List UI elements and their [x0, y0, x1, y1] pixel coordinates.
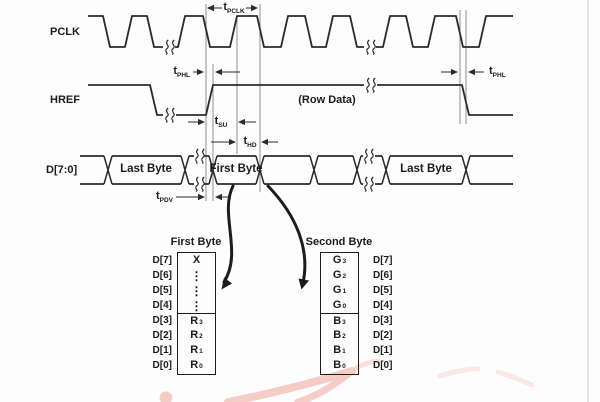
second-byte-bit-label-5: D[2]: [373, 330, 393, 341]
first-byte-bit-label-0: D[7]: [152, 255, 172, 266]
second-byte-cell-sub: 1: [342, 348, 346, 356]
second-byte-bit-label-1: D[6]: [373, 270, 393, 281]
second-byte-cell-base: G: [332, 299, 342, 311]
first-byte-cell-base: R: [190, 359, 199, 371]
first-byte-bit-label-4: D[3]: [152, 315, 172, 326]
second-byte-cell-base: G: [332, 269, 342, 281]
second-byte-bit-label-2: D[5]: [373, 285, 393, 296]
first-byte-cell-base: ⋮: [190, 298, 203, 313]
timing-label-tphl-right: tPHL: [489, 65, 506, 80]
first-byte-cell-2: ⋮: [178, 283, 215, 298]
signal-label-dbus: D[7:0]: [46, 164, 78, 176]
timing-label-tphl-left: tPHL: [173, 65, 190, 80]
first-byte-title: First Byte: [170, 236, 222, 248]
pclk-waveform: [88, 15, 513, 48]
first-byte-bit-label-1: D[6]: [152, 270, 172, 281]
first-byte-bits: D[7] D[6] D[5] D[4] D[3] D[2] D[1] D[0]: [136, 253, 172, 373]
dbus-waveform: [80, 155, 513, 185]
bus-crossovers: [103, 155, 471, 185]
timing-label-tsu: tSU: [214, 115, 228, 130]
second-byte-cell-sub: 0: [342, 363, 346, 371]
second-byte-bits: D[7] D[6] D[5] D[4] D[3] D[2] D[1] D[0]: [373, 253, 409, 373]
second-byte-callout-arrow: [266, 184, 307, 285]
second-byte-cell-sub: 2: [342, 333, 346, 341]
timing-label-thd: tHD: [243, 135, 257, 150]
first-byte-cell-3: ⋮: [178, 298, 215, 313]
timing-label-tpclk: tPCLK: [223, 1, 245, 16]
second-byte-cell-base: B: [333, 329, 342, 341]
second-byte-cell-base: B: [333, 359, 342, 371]
timing-label-tpdv: tPDV: [155, 190, 173, 205]
second-byte-cell-sub: 1: [342, 288, 347, 296]
first-byte-cell-sub: 0: [199, 363, 203, 371]
row-data-note: (Row Data): [298, 94, 356, 106]
first-byte-cell-base: ⋮: [190, 283, 203, 298]
callout-arrows: [221, 184, 309, 290]
second-byte-title: Second Byte: [305, 236, 373, 248]
first-byte-cell-1: ⋮: [178, 268, 215, 283]
second-byte-bit-label-3: D[4]: [373, 300, 393, 311]
bus-segment-first-byte: First Byte: [209, 163, 263, 175]
signal-label-href: HREF: [50, 94, 80, 106]
first-byte-bit-label-3: D[4]: [152, 300, 172, 311]
href-waveform: [88, 84, 513, 116]
second-byte-bit-label-0: D[7]: [373, 255, 393, 266]
first-byte-cell-base: X: [192, 254, 201, 266]
bus-segment-last-byte-1: Last Byte: [120, 163, 172, 175]
first-byte-cell-base: ⋮: [190, 268, 203, 283]
second-byte-bit-label-4: D[3]: [373, 315, 393, 326]
second-byte-cell-base: B: [333, 344, 342, 356]
first-byte-cell-base: R: [190, 314, 199, 327]
second-byte-bit-label-6: D[1]: [373, 345, 393, 356]
dimension-arrows: [176, 4, 484, 201]
bus-segment-last-byte-2: Last Byte: [400, 163, 452, 175]
first-byte-callout-arrow: [222, 184, 235, 284]
first-byte-bit-label-6: D[1]: [152, 345, 172, 356]
first-byte-cell-base: R: [190, 344, 199, 356]
first-byte-bit-label-5: D[2]: [152, 330, 172, 341]
second-byte-bit-label-7: D[0]: [373, 360, 393, 371]
first-byte-bit-label-2: D[5]: [152, 285, 172, 296]
first-byte-cell-sub: 1: [199, 348, 203, 356]
first-byte-bit-label-7: D[0]: [152, 360, 172, 371]
second-byte-cell-base: B: [333, 314, 342, 327]
second-byte-cell-sub: 3: [342, 318, 346, 326]
second-byte-cell-base: G: [332, 254, 342, 266]
second-byte-cell-sub: 3: [342, 258, 347, 266]
first-byte-cell-sub: 2: [199, 333, 203, 341]
second-byte-cell-base: G: [332, 284, 342, 296]
first-byte-cell-0: X: [178, 253, 215, 268]
first-byte-cell-sub: 3: [199, 318, 203, 326]
second-byte-cell-sub: 0: [342, 303, 347, 311]
second-byte-cell-sub: 2: [342, 273, 347, 281]
signal-label-pclk: PCLK: [50, 26, 80, 38]
first-byte-cell-base: R: [190, 329, 199, 341]
